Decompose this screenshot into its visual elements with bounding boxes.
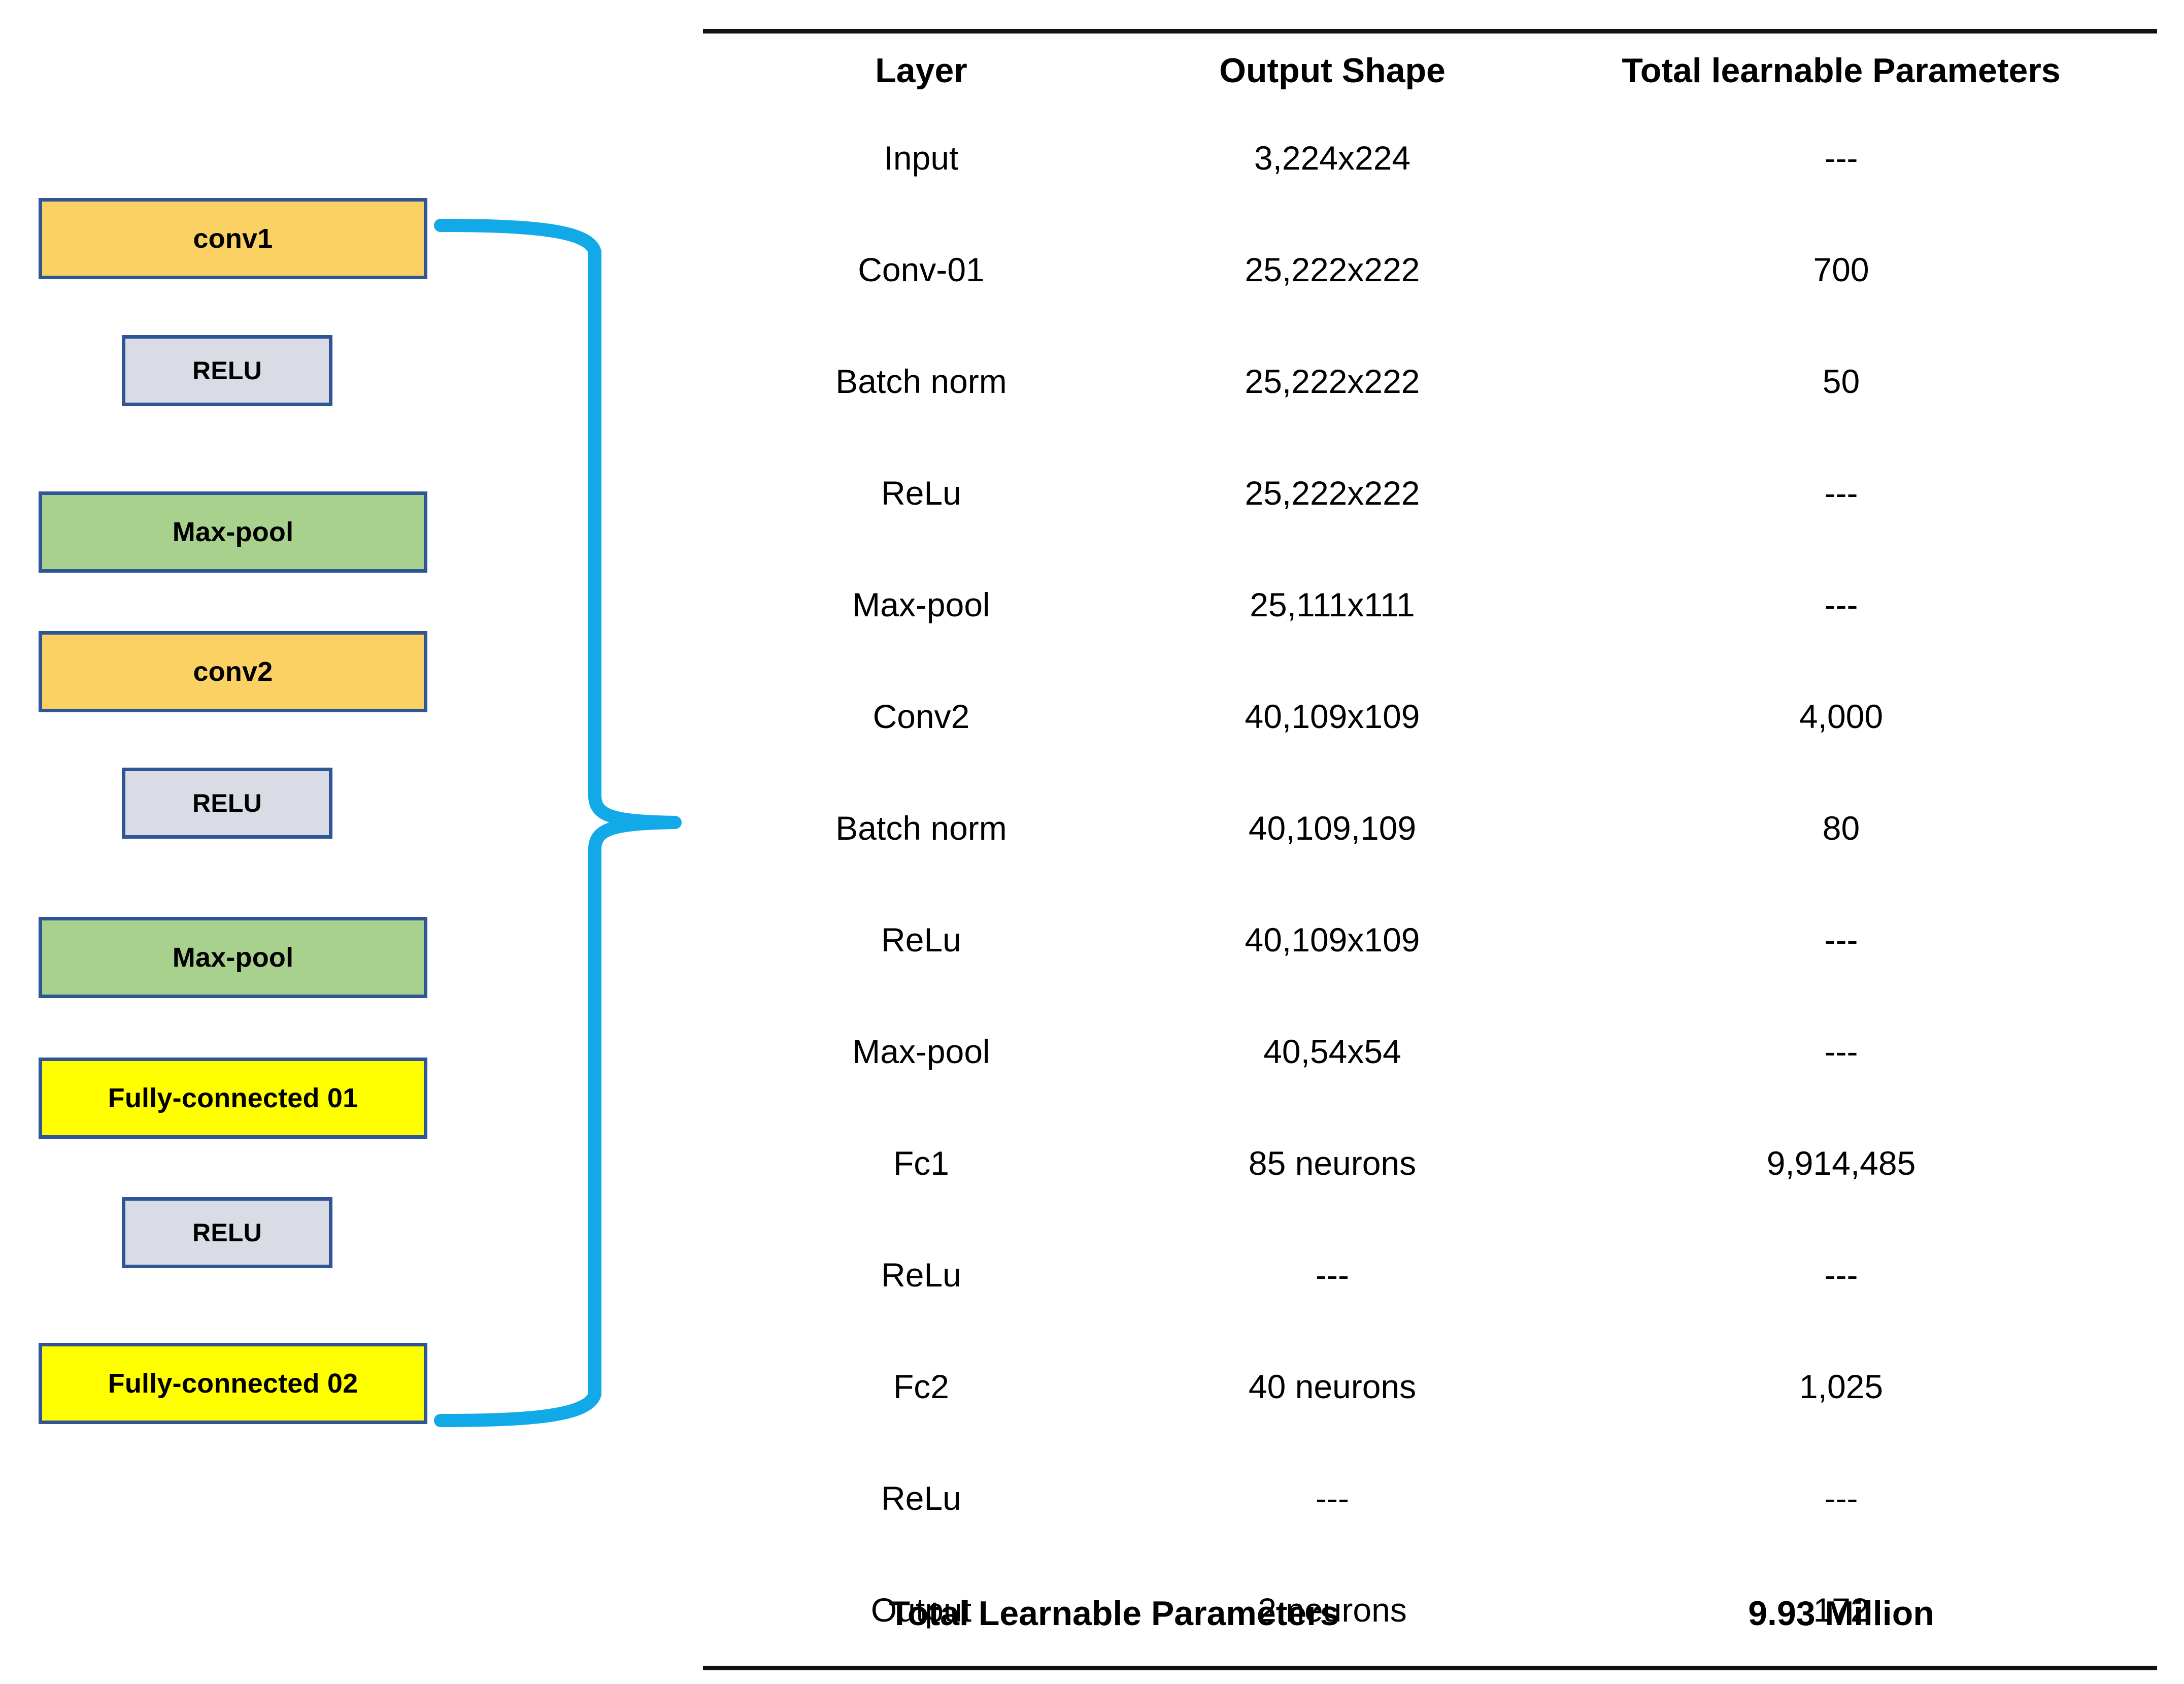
table-row: ReLu 25,222x222 --- xyxy=(703,463,2157,524)
layer-block-label: Fully-connected 02 xyxy=(108,1368,358,1399)
table-row: Conv2 40,109x109 4,000 xyxy=(703,686,2157,747)
layer-block-conv: conv2 xyxy=(39,631,427,712)
cell-layer: ReLu xyxy=(881,1479,961,1517)
cell-output-shape: 3,224x224 xyxy=(1254,139,1411,177)
table-row: ReLu --- --- xyxy=(703,1468,2157,1529)
cell-layer: Fc2 xyxy=(893,1368,950,1406)
layer-block-conv: conv1 xyxy=(39,198,427,279)
cell-total-parameters: --- xyxy=(1824,921,1858,959)
table-total-row: Total Learnable Parameters 9.93 Million xyxy=(703,1583,2157,1644)
cell-total-parameters: --- xyxy=(1824,1479,1858,1517)
cell-layer: Fc1 xyxy=(893,1144,950,1182)
column-header-output-shape: Output Shape xyxy=(1219,51,1446,90)
cell-total-parameters: 80 xyxy=(1822,809,1860,847)
cell-output-shape: 40,54x54 xyxy=(1263,1033,1401,1071)
table-header-row: Layer Output Shape Total learnable Param… xyxy=(703,41,2157,102)
cell-total-parameters: 700 xyxy=(1813,251,1869,289)
table-row: ReLu 40,109x109 --- xyxy=(703,910,2157,971)
layer-block-label: conv2 xyxy=(193,656,273,687)
cell-output-shape: 2 neurons xyxy=(1258,1591,1407,1629)
cell-layer: Batch norm xyxy=(835,362,1007,401)
layer-block-label: Fully-connected 01 xyxy=(108,1083,358,1113)
table-row: Batch norm 40,109,109 80 xyxy=(703,798,2157,859)
cell-total-parameters: --- xyxy=(1824,139,1858,177)
cell-layer: Max-pool xyxy=(852,586,990,624)
cell-total-parameters: --- xyxy=(1824,586,1858,624)
cell-output-shape: 40,109x109 xyxy=(1245,921,1420,959)
cell-total-parameters: --- xyxy=(1824,1256,1858,1294)
cell-output-shape: --- xyxy=(1316,1479,1349,1517)
cell-layer: Conv-01 xyxy=(858,251,985,289)
column-header-layer: Layer xyxy=(875,51,967,90)
layer-block-relu: RELU xyxy=(122,335,332,406)
total-learnable-parameters-value: 9.93 Million xyxy=(1748,1594,1934,1633)
cell-layer: Output xyxy=(870,1591,972,1629)
cell-total-parameters: --- xyxy=(1824,474,1858,512)
cell-output-shape: 25,111x111 xyxy=(1250,586,1415,624)
cell-total-parameters: 50 xyxy=(1822,362,1860,401)
cell-total-parameters: 4,000 xyxy=(1799,698,1884,736)
layer-block-label: RELU xyxy=(192,356,262,385)
table-row: Max-pool 40,54x54 --- xyxy=(703,1021,2157,1082)
layer-block-maxpool: Max-pool xyxy=(39,917,427,998)
curly-brace-connector xyxy=(434,219,682,1427)
cell-total-parameters: 172 xyxy=(1813,1591,1869,1629)
layer-block-relu: RELU xyxy=(122,1197,332,1268)
table-row: Fc1 85 neurons 9,914,485 xyxy=(703,1133,2157,1194)
cell-output-shape: 25,222x222 xyxy=(1245,474,1420,512)
cell-total-parameters: 1,025 xyxy=(1799,1368,1884,1406)
cell-layer: ReLu xyxy=(881,921,961,959)
table-row: Input 3,224x224 --- xyxy=(703,128,2157,189)
layer-block-label: conv1 xyxy=(193,223,273,254)
cell-output-shape: 40,109x109 xyxy=(1245,698,1420,736)
cell-output-shape: 85 neurons xyxy=(1248,1144,1417,1182)
cell-output-shape: 25,222x222 xyxy=(1245,362,1420,401)
layer-block-fc: Fully-connected 01 xyxy=(39,1058,427,1139)
cell-total-parameters: 9,914,485 xyxy=(1766,1144,1916,1182)
cell-output-shape: 40 neurons xyxy=(1248,1368,1417,1406)
layer-block-relu: RELU xyxy=(122,768,332,839)
cell-layer: Input xyxy=(884,139,959,177)
table-bottom-rule xyxy=(703,1666,2157,1670)
layer-block-fc: Fully-connected 02 xyxy=(39,1343,427,1424)
table-row: Conv-01 25,222x222 700 xyxy=(703,240,2157,301)
layer-block-label: Max-pool xyxy=(172,517,294,547)
total-learnable-parameters-label: Total Learnable Parameters xyxy=(889,1594,1339,1633)
table-row: Fc2 40 neurons 1,025 xyxy=(703,1357,2157,1417)
cell-output-shape: --- xyxy=(1316,1256,1349,1294)
cell-output-shape: 40,109,109 xyxy=(1248,809,1417,847)
cell-layer: ReLu xyxy=(881,1256,961,1294)
table-row: ReLu --- --- xyxy=(703,1245,2157,1306)
cell-total-parameters: --- xyxy=(1824,1033,1858,1071)
cell-output-shape: 25,222x222 xyxy=(1245,251,1420,289)
cell-layer: Conv2 xyxy=(872,698,970,736)
table-row: Batch norm 25,222x222 50 xyxy=(703,351,2157,412)
layer-block-label: Max-pool xyxy=(172,942,294,973)
cell-layer: ReLu xyxy=(881,474,961,512)
table-row: Max-pool 25,111x111 --- xyxy=(703,575,2157,636)
table-top-rule xyxy=(703,29,2157,34)
cell-layer: Batch norm xyxy=(835,809,1007,847)
cell-layer: Max-pool xyxy=(852,1033,990,1071)
layer-block-maxpool: Max-pool xyxy=(39,491,427,573)
layer-block-label: RELU xyxy=(192,1218,262,1247)
network-summary-table: Layer Output Shape Total learnable Param… xyxy=(703,0,2157,1684)
column-header-total-learnable-parameters: Total learnable Parameters xyxy=(1622,51,2061,90)
table-row: Output 2 neurons 172 xyxy=(703,1580,2157,1641)
layer-block-label: RELU xyxy=(192,789,262,817)
